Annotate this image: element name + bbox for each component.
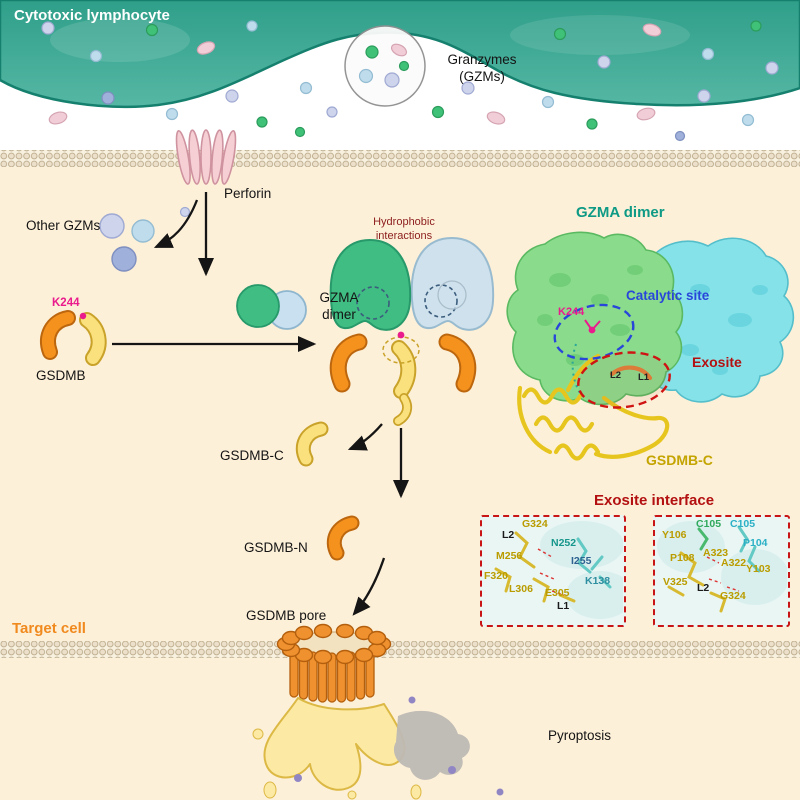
residue-label: V325: [663, 576, 688, 588]
target-cell-membrane-bottom: [0, 641, 800, 658]
exosite-interface-right-box: Y106 C105 C105 P104 P108 A323 A322 Y103 …: [653, 515, 790, 627]
residue-label: L2: [502, 529, 515, 541]
catalytic-site-ellipse: [553, 303, 635, 361]
perforin-structure: [175, 129, 237, 185]
granzymes-label-line2: (GZMs): [459, 68, 505, 84]
hydrophobic-label-line1: Hydrophobic: [373, 216, 435, 228]
residue-label: P104: [743, 537, 768, 549]
residue-label: P108: [670, 552, 695, 564]
exosite-label: Exosite: [692, 354, 742, 370]
cytotoxic-lymphocyte-label: Cytotoxic lymphocyte: [14, 7, 170, 24]
residue-label: I255: [571, 555, 592, 567]
k244-site-dot: [79, 312, 87, 320]
gzma-dimer-label-line1: GZMA: [319, 290, 359, 305]
target-cell-label: Target cell: [12, 620, 86, 637]
granzymes-label: Granzymes (GZMs): [436, 52, 528, 86]
residue-label: M256: [496, 550, 523, 562]
exosite-interface-title: Exosite interface: [594, 492, 715, 509]
residue-label: C105: [696, 518, 722, 530]
target-cell-membrane-top: [0, 150, 800, 167]
gzma-gsdmb-complex: [329, 236, 495, 426]
l2-structure-label: L2: [610, 370, 622, 381]
other-gzms-label: Other GZMs: [26, 218, 101, 233]
exosite-ellipse: [577, 351, 671, 409]
l1-structure-label: L1: [638, 372, 650, 383]
granzyme-granules: [41, 20, 779, 218]
exosite-loop-ribbon: [609, 365, 653, 381]
pyroptosis-spill: [252, 696, 504, 800]
gzma-dimer-label: GZMA dimer: [314, 290, 364, 324]
residue-label: F320: [484, 570, 508, 582]
gsdmb-pore-structure: [276, 623, 392, 703]
granzymes-label-line1: Granzymes: [447, 52, 517, 67]
hydrophobic-label-line2: interactions: [375, 229, 433, 242]
residue-label: L1: [557, 600, 570, 612]
gzma-dimer-cartoon: [236, 284, 307, 330]
gsdmb-label: GSDMB: [36, 368, 86, 383]
residue-label: A322: [721, 557, 747, 569]
left-box-sticks: [494, 521, 623, 619]
gsdmb-n-label: GSDMB-N: [244, 540, 308, 555]
perforin-label: Perforin: [224, 186, 272, 201]
residue-label: Y103: [746, 563, 771, 575]
residue-label: A323: [703, 547, 729, 559]
residue-label: N252: [551, 537, 577, 549]
hydrophobic-interactions-label: Hydrophobic interactions: [360, 216, 448, 244]
gsdmb-c-structure-label: GSDMB-C: [646, 452, 713, 468]
k244-cleavage-dot: [397, 331, 405, 339]
residue-label: Y106: [662, 529, 687, 541]
gsdmb-c-ribbon: [517, 353, 670, 461]
residue-label: G324: [522, 518, 548, 530]
gzma-monomer-green: [506, 231, 684, 406]
structure-panel-title: GZMA dimer: [576, 204, 665, 221]
gsdmb-pore-label: GSDMB pore: [246, 608, 327, 623]
gzma-dimer-label-line2: dimer: [322, 306, 356, 322]
residue-label: C105: [730, 518, 756, 530]
right-box-sticks: [657, 521, 787, 613]
other-gzms-granules: [99, 213, 155, 272]
gsdmb-c-fragment: [295, 421, 329, 467]
catalytic-site-label: Catalytic site: [626, 288, 710, 303]
gsdmb-cartoon: [40, 310, 107, 366]
gsdmb-n-fragment: [326, 515, 360, 561]
gzma-structure-panel: [506, 231, 795, 461]
flow-arrows: [112, 192, 410, 616]
exosite-interface-left-box: G324 L2 N252 M256 I255 K138 F320 L306 E3…: [480, 515, 626, 627]
gsdmb-c-label: GSDMB-C: [220, 448, 284, 463]
residue-label: K138: [585, 575, 611, 587]
residue-label: E305: [545, 587, 570, 599]
residue-label: G324: [720, 590, 746, 602]
residue-label: L306: [509, 583, 533, 595]
residue-label: L2: [697, 582, 710, 594]
granzyme-vesicle: [344, 25, 426, 107]
pyroptosis-label: Pyroptosis: [548, 728, 612, 743]
k244-label: K244: [52, 297, 80, 309]
k244-structure-label: K244: [558, 306, 585, 318]
